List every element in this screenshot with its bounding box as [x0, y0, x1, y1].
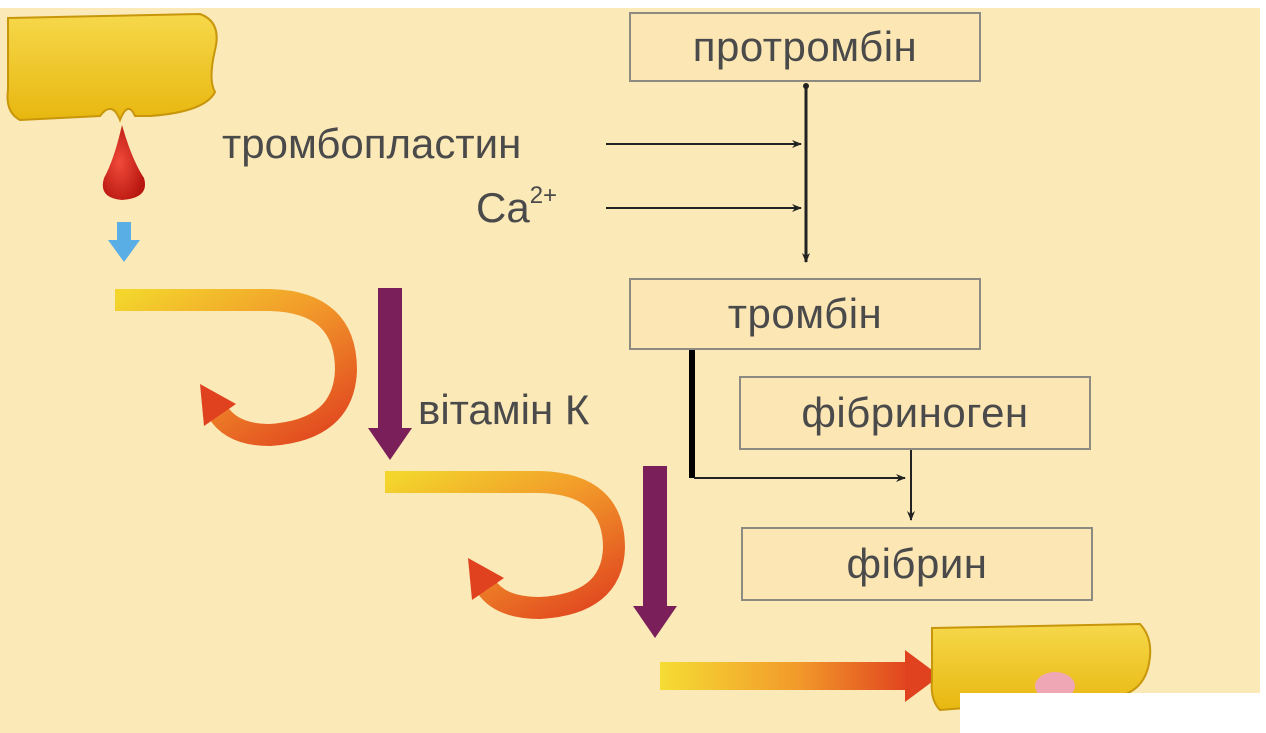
top-border-strip — [0, 0, 1266, 8]
final-arrow-icon — [660, 650, 940, 702]
vitamin-k-label: вітамін К — [418, 386, 590, 433]
prothrombin-to-thrombin-line — [802, 83, 810, 263]
fibrin-box: фібрин — [741, 527, 1093, 601]
white-corner-patch — [960, 693, 1266, 733]
fibrinogen-box: фібриноген — [739, 376, 1091, 450]
calcium-label: Ca2+ — [476, 182, 558, 232]
damaged-tissue-icon — [6, 12, 218, 123]
right-border-strip — [1260, 0, 1266, 733]
blue-down-arrow-icon — [108, 222, 140, 262]
hook-arrow-2-icon — [385, 471, 626, 620]
calcium-label-charge: 2+ — [529, 182, 558, 209]
thromboplastin-label: тромбопластин — [222, 120, 522, 167]
hook-arrow-1-icon — [115, 289, 358, 447]
calcium-label-base: Ca — [476, 184, 530, 231]
blood-drop-icon — [102, 125, 146, 200]
purple-arrow-1-icon — [368, 288, 412, 460]
thrombin-box: тромбін — [629, 278, 981, 350]
purple-arrow-2-icon — [633, 466, 677, 638]
prothrombin-box: протромбін — [629, 12, 981, 82]
